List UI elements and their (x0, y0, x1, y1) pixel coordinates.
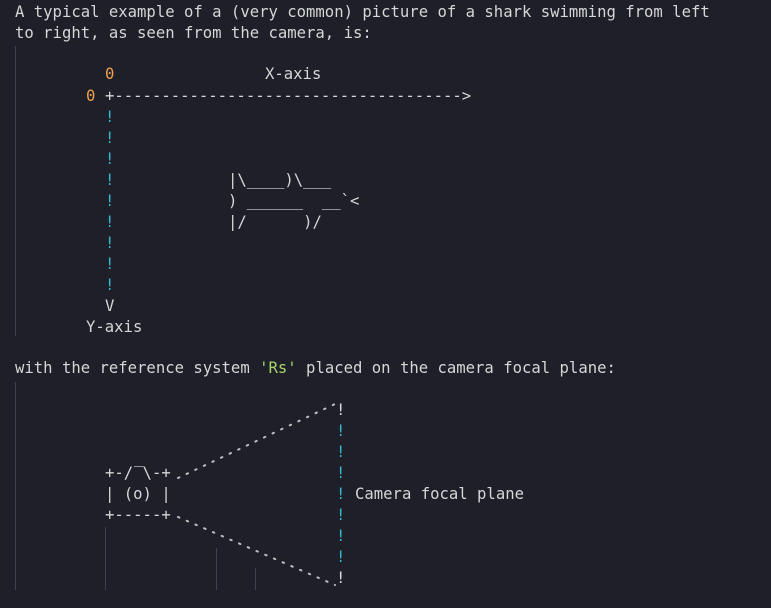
focal-plane-tick: ! (336, 527, 346, 545)
focal-plane-tick: ! (336, 548, 346, 566)
intro-line-1: A typical example of a (very common) pic… (15, 3, 710, 21)
y-axis-tick: ! (105, 234, 115, 252)
camera-focal-plane-label: Camera focal plane (355, 485, 524, 503)
camera-ascii-top: _ (134, 449, 144, 467)
y-axis-arrow: V (105, 297, 115, 315)
y-axis-tick: ! (105, 276, 115, 294)
y-axis-tick: ! (105, 150, 115, 168)
shark-ascii-row-3: |/ )/ (228, 213, 322, 231)
indent-guide-4 (216, 548, 217, 590)
focal-plane-tick: ! (336, 422, 346, 440)
x-origin-label: 0 (105, 65, 115, 83)
camera-ascii-row-1: +-/ \-+ (105, 464, 171, 482)
indent-guide-5 (255, 568, 256, 590)
shark-ascii-row-1: |\____)\___ (228, 171, 332, 189)
focal-plane-tick: ! (336, 485, 346, 503)
y-axis-tick: ! (105, 192, 115, 210)
y-axis-tick: ! (105, 171, 115, 189)
focal-plane-tick: ! (336, 464, 346, 482)
y-axis-tick: ! (105, 129, 115, 147)
reference-system-sentence: with the reference system 'Rs' placed on… (15, 359, 616, 377)
intro-line-2: to right, as seen from the camera, is: (15, 24, 372, 42)
indent-guide-3 (105, 527, 106, 590)
camera-ascii-row-2: | (o) | (105, 485, 171, 503)
shark-ascii-row-2: ) ______ __`< (228, 192, 360, 210)
x-axis-label: X-axis (265, 65, 322, 83)
y-origin-label: 0 (86, 87, 96, 105)
indent-guide-2 (15, 382, 16, 590)
camera-ascii-row-3: +-----+ (105, 506, 171, 524)
focal-plane-tick: ! (336, 569, 346, 587)
y-axis-tick: ! (105, 255, 115, 273)
y-axis-tick: ! (105, 213, 115, 231)
x-axis-line: +-------------------------------------> (105, 87, 472, 105)
focal-plane-tick: ! (336, 443, 346, 461)
y-axis-label: Y-axis (86, 318, 143, 336)
y-axis-tick: ! (105, 108, 115, 126)
focal-plane-tick: ! (336, 401, 346, 419)
indent-guide-1 (15, 46, 16, 336)
focal-plane-tick: ! (336, 506, 346, 524)
rs-highlight: 'Rs' (259, 359, 297, 377)
